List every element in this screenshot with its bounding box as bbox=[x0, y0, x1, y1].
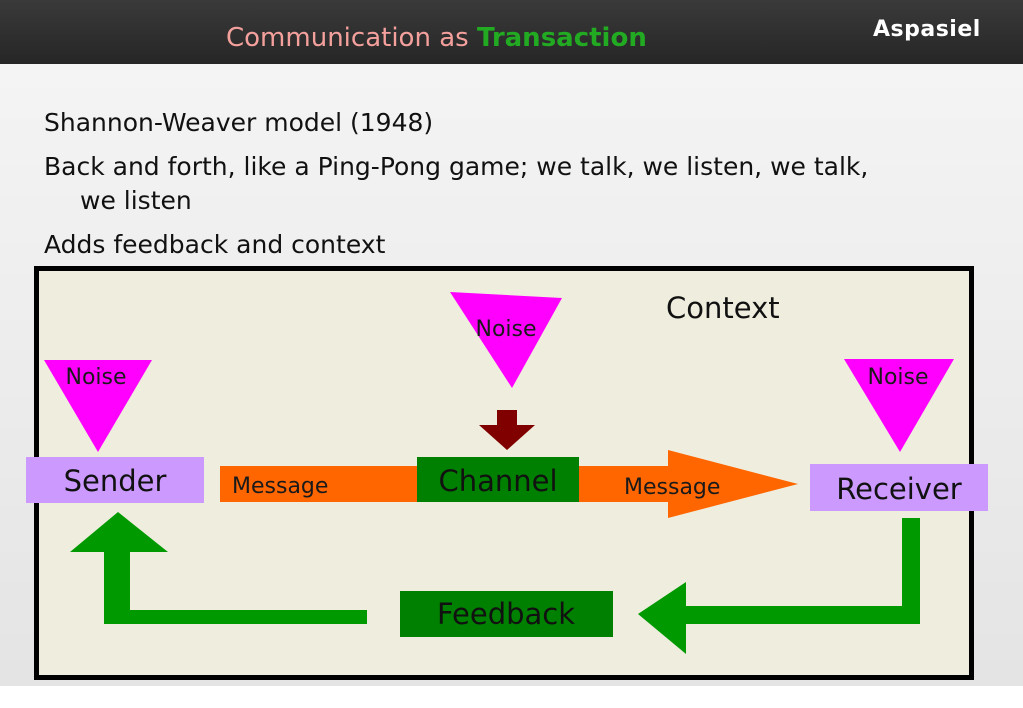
noise-sender-triangle bbox=[44, 360, 152, 452]
channel-box bbox=[417, 457, 579, 502]
sender-label: Sender bbox=[64, 464, 167, 498]
message-label-right: Message bbox=[624, 475, 720, 500]
slide-title: Communication as Transaction bbox=[226, 20, 647, 56]
feedback-arrow-incoming bbox=[638, 518, 920, 654]
noise-channel-label: Noise bbox=[475, 317, 536, 342]
context-label: Context bbox=[666, 291, 780, 325]
message-label-left: Message bbox=[232, 474, 328, 499]
receiver-label: Receiver bbox=[836, 472, 962, 506]
title-prefix: Communication as bbox=[226, 23, 477, 53]
noise-sender-label: Noise bbox=[65, 365, 126, 390]
slide-footer bbox=[0, 686, 1023, 708]
feedback-arrow-to-sender bbox=[70, 512, 367, 624]
noise-receiver-label: Noise bbox=[867, 365, 928, 390]
receiver-box bbox=[810, 464, 988, 511]
noise-down-arrow bbox=[479, 410, 535, 450]
slide-header: Communication as Transaction Aspasiel bbox=[0, 0, 1023, 64]
brand-logo: Aspasiel bbox=[873, 17, 981, 42]
bullet-ping-pong: Back and forth, like a Ping-Pong game; w… bbox=[44, 152, 869, 181]
bullet-ping-pong-continued: we listen bbox=[80, 186, 192, 215]
bullet-feedback-context: Adds feedback and context bbox=[44, 230, 386, 259]
noise-channel-triangle bbox=[450, 292, 562, 388]
title-accent: Transaction bbox=[476, 23, 647, 53]
feedback-box bbox=[400, 591, 613, 637]
sender-box bbox=[26, 457, 204, 503]
channel-label: Channel bbox=[438, 464, 557, 498]
bullet-model: Shannon-Weaver model (1948) bbox=[44, 108, 434, 137]
noise-receiver-triangle bbox=[844, 359, 954, 452]
feedback-label: Feedback bbox=[437, 597, 575, 631]
